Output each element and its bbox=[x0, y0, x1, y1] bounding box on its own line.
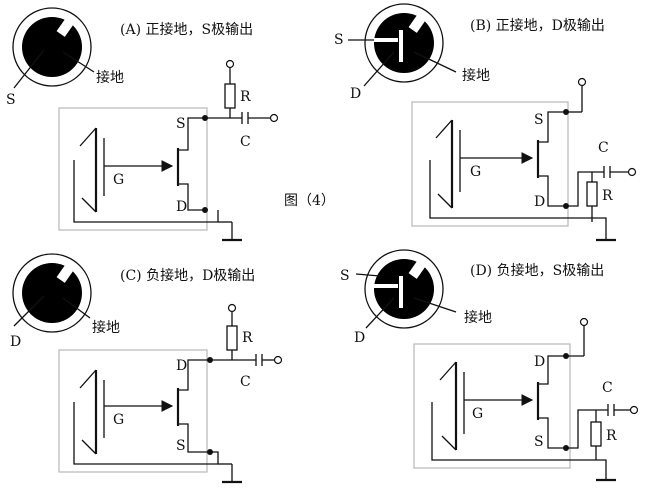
output-terminal bbox=[627, 167, 637, 177]
resistor bbox=[586, 181, 598, 207]
resistor bbox=[224, 83, 236, 109]
resistor bbox=[590, 421, 602, 447]
capacitor-label: C bbox=[602, 380, 613, 396]
pin-label-ground: 接地 bbox=[92, 319, 120, 336]
panel-caption: (C) 负接地，D极输出 bbox=[120, 267, 255, 284]
fet-frame bbox=[413, 343, 571, 469]
capsule-icon-a bbox=[12, 7, 95, 89]
supply-terminal bbox=[227, 303, 237, 313]
pin-label-left: D bbox=[10, 334, 21, 350]
panel-c: D 接地 (C) 负接地，D极输出 D S G R C bbox=[10, 253, 283, 484]
supply-terminal bbox=[577, 77, 587, 87]
panel-d: S D 接地 (D) 负接地，S极输出 D S G R C bbox=[340, 249, 639, 482]
capacitor-label: C bbox=[240, 134, 251, 150]
panel-caption: (D) 负接地，S极输出 bbox=[470, 262, 604, 279]
output-terminal bbox=[629, 405, 639, 415]
resistor-label: R bbox=[606, 428, 617, 444]
terminal-bottom-label: D bbox=[534, 194, 545, 210]
figure-label: 图（4） bbox=[284, 193, 335, 209]
pin-label-left: S bbox=[6, 92, 16, 108]
resistor-label: R bbox=[602, 188, 613, 204]
supply-terminal bbox=[579, 317, 589, 327]
pin-label-left: D bbox=[354, 330, 365, 346]
fet-frame bbox=[58, 349, 208, 473]
terminal-top-label: S bbox=[176, 116, 186, 132]
terminal-top-label: D bbox=[534, 354, 545, 370]
terminal-bottom-label: S bbox=[176, 438, 186, 454]
panel-caption: (A) 正接地，S极输出 bbox=[120, 21, 253, 38]
terminal-bottom-label: S bbox=[534, 434, 544, 450]
pin-label-ground: 接地 bbox=[464, 309, 492, 326]
gate-label: G bbox=[472, 406, 483, 422]
capsule-icon-b bbox=[348, 3, 457, 87]
resistor-label: R bbox=[240, 89, 251, 105]
gate-label: G bbox=[113, 412, 124, 428]
capacitor-label: C bbox=[240, 374, 251, 390]
gate-label: G bbox=[113, 172, 124, 188]
gate-label: G bbox=[470, 164, 481, 180]
pin-label-left: D bbox=[350, 86, 361, 102]
resistor-label: R bbox=[242, 330, 253, 346]
pin-label-ground: 接地 bbox=[462, 67, 490, 84]
capsule-icon-c bbox=[12, 253, 92, 333]
terminal-bottom-label: D bbox=[176, 199, 187, 215]
panel-caption: (B) 正接地，D极输出 bbox=[470, 17, 605, 34]
pin-label-ground: 接地 bbox=[96, 69, 124, 86]
pin-label-top-left: S bbox=[334, 32, 344, 48]
output-terminal bbox=[269, 113, 279, 123]
panel-a: S 接地 (A) 正接地，S极输出 S D G R C bbox=[6, 7, 279, 242]
pin-label-top-left: S bbox=[340, 268, 350, 284]
capacitor-label: C bbox=[598, 140, 609, 156]
terminal-top-label: S bbox=[534, 112, 544, 128]
resistor bbox=[226, 325, 238, 351]
output-terminal bbox=[273, 355, 283, 365]
fet-frame bbox=[411, 101, 569, 227]
supply-terminal bbox=[225, 59, 235, 69]
panel-b: S D 接地 (B) 正接地，D极输出 S D G R C bbox=[334, 3, 637, 242]
capsule-icon-d bbox=[355, 249, 457, 329]
fet-frame bbox=[58, 107, 208, 231]
terminal-top-label: D bbox=[176, 358, 187, 374]
